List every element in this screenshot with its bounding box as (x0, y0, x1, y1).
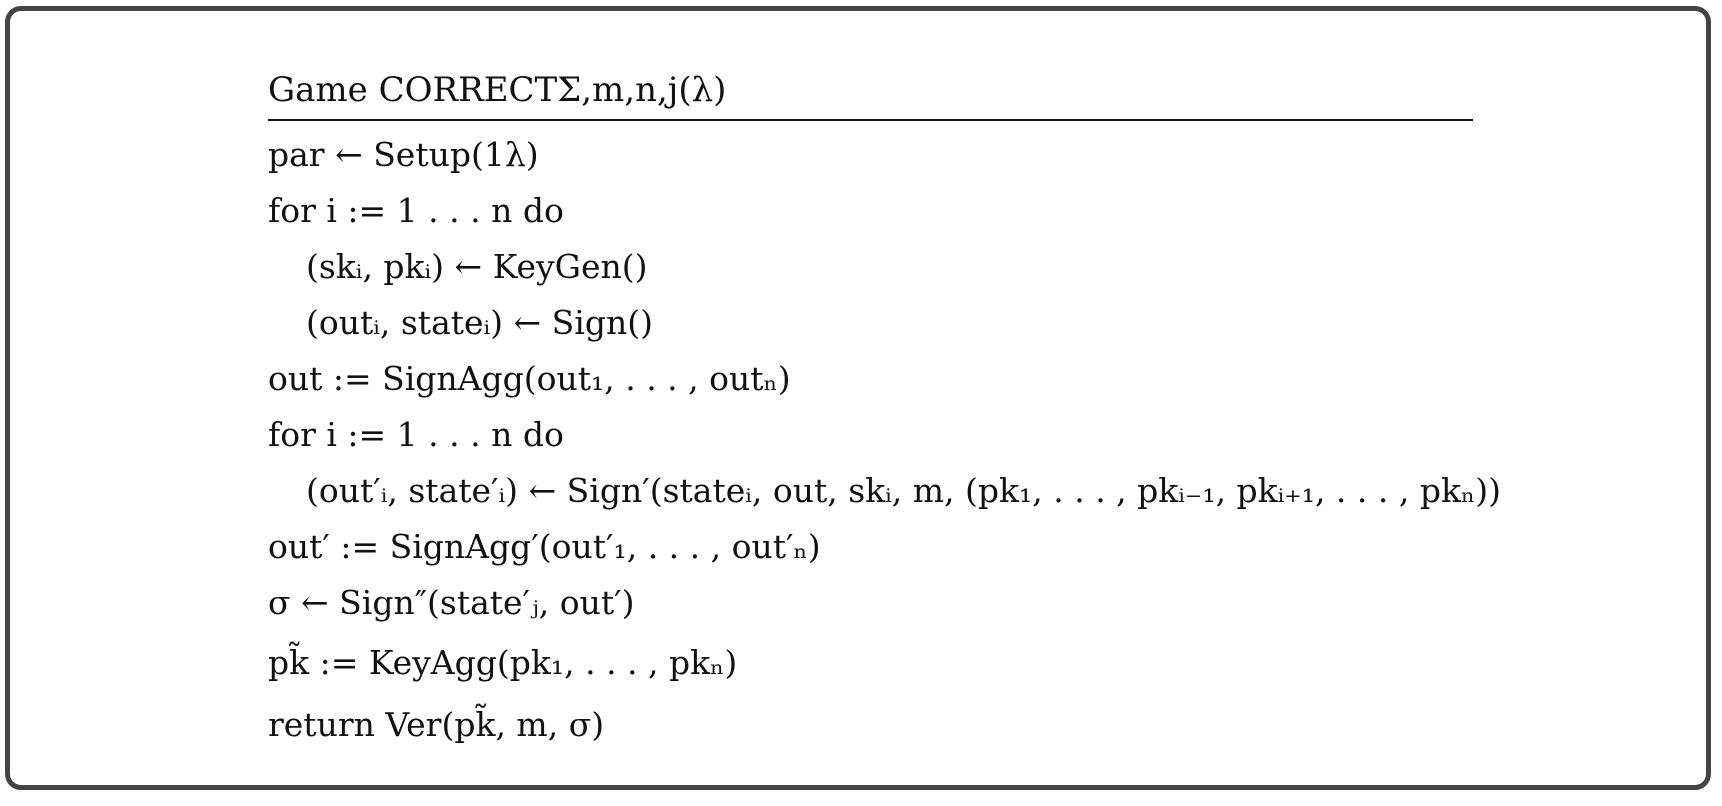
line-sign-double-prime: σ ← Sign″(state′ⱼ, out′) (268, 583, 635, 622)
line-for-1: for i := 1 . . . n do (268, 191, 564, 230)
game-body: par ← Setup(1λ) for i := 1 . . . n do (s… (268, 121, 1501, 744)
line-signagg: out := SignAgg(out₁, . . . , outₙ) (268, 359, 791, 398)
line-keygen: (skᵢ, pkᵢ) ← KeyGen() (306, 247, 648, 286)
line-setup: par ← Setup(1λ) (268, 135, 539, 174)
game-definition: Game CORRECTΣ,m,n,j(λ) par ← Setup(1λ) f… (268, 61, 1501, 744)
line-sign-prime: (out′ᵢ, state′ᵢ) ← Sign′(stateᵢ, out, sk… (306, 471, 1501, 510)
game-title: Game CORRECTΣ,m,n,j(λ) (268, 70, 727, 110)
line-signagg-prime: out′ := SignAgg′(out′₁, . . . , out′ₙ) (268, 527, 821, 566)
line-return: return Ver(pk̃, m, σ) (268, 705, 605, 744)
line-keyagg: pk̃ := KeyAgg(pk₁, . . . , pkₙ) (268, 643, 738, 682)
algorithm-box: Game CORRECTΣ,m,n,j(λ) par ← Setup(1λ) f… (5, 6, 1711, 790)
title-rule (268, 119, 1473, 121)
line-sign: (outᵢ, stateᵢ) ← Sign() (306, 303, 653, 342)
line-for-2: for i := 1 . . . n do (268, 415, 564, 454)
